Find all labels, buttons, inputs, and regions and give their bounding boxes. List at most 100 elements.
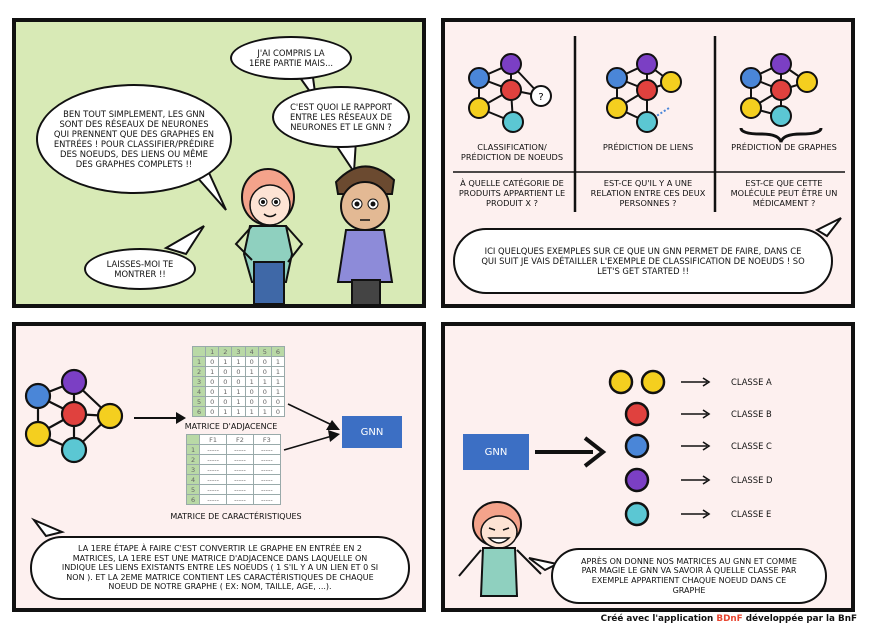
gnn-box: GNN <box>342 416 402 448</box>
speech-bubble-result: APRÈS ON DONNE NOS MATRICES AU GNN ET CO… <box>551 548 827 604</box>
adjacency-cell: 0 <box>270 396 285 407</box>
matrix-corner <box>185 434 201 445</box>
adjacency-cell: 0 <box>257 386 272 397</box>
adjacency-cell: 1 <box>218 406 233 417</box>
adjacency-cell: 1 <box>205 366 220 377</box>
boy-character <box>334 165 396 304</box>
graph-prediction-graph <box>739 53 823 143</box>
feature-cell: ----- <box>226 484 254 495</box>
class-c-label: CLASSE C <box>731 441 772 451</box>
adjacency-cell: 0 <box>257 396 272 407</box>
feature-cell: ----- <box>252 494 281 505</box>
adjacency-cell: 1 <box>218 386 233 397</box>
feature-cell: ----- <box>226 454 254 465</box>
task-question-graph-prediction: EST-CE QUE CETTE MOLÉCULE PEUT ÊTRE UN M… <box>730 178 838 208</box>
adjacency-cell: 0 <box>257 356 272 367</box>
feature-cell: ----- <box>252 474 281 485</box>
feature-cell: ----- <box>199 454 228 465</box>
adjacency-column-header: 3 <box>231 346 246 357</box>
panel-classification: GNN CLASSE A CLASSE B CLASSE C CLASSE D … <box>441 322 855 612</box>
feature-column-header: F2 <box>226 434 254 445</box>
speech-bubble-matrices-explanation: LA 1ERE ÉTAPE À FAIRE C'EST CONVERTIR LE… <box>30 536 410 600</box>
class-e-label: CLASSE E <box>731 509 772 519</box>
adjacency-cell: 0 <box>244 386 259 397</box>
girl-character <box>234 168 304 304</box>
speech-bubble-question: C'EST QUOI LE RAPPORT ENTRE LES RÉSEAUX … <box>272 86 410 148</box>
feature-row: 1--------------- <box>185 444 281 455</box>
adjacency-row-header: 5 <box>191 396 207 407</box>
class-a-node <box>608 369 634 395</box>
feature-row-header: 4 <box>185 474 201 485</box>
app-logo: BDnF <box>716 614 743 624</box>
panel-gnn-tasks: ? CLASSIFICATION/ PRÉDICTION DE NOEUDS P… <box>441 18 855 308</box>
feature-row-header: 5 <box>185 484 201 495</box>
feature-cell: ----- <box>226 474 254 485</box>
adjacency-cell: 0 <box>231 376 246 387</box>
arrow-head <box>176 412 186 424</box>
feature-column-header: F3 <box>252 434 281 445</box>
task-title-graph-prediction: PRÉDICTION DE GRAPHES <box>731 142 837 152</box>
arrow-head <box>328 430 340 442</box>
speech-bubble-understood: J'AI COMPRIS LA 1ERE PARTIE MAIS... <box>230 36 352 80</box>
adjacency-column-header: 2 <box>218 346 233 357</box>
footer-prefix: Créé avec l'application <box>600 614 714 624</box>
adjacency-cell: 1 <box>218 356 233 367</box>
adjacency-cell: 0 <box>205 386 220 397</box>
panel-3-art <box>24 368 340 538</box>
feature-cell: ----- <box>226 494 254 505</box>
panel-1-art <box>163 68 396 304</box>
feature-row: 2--------------- <box>185 454 281 465</box>
feature-row-header: 1 <box>185 444 201 455</box>
adjacency-cell: 1 <box>270 386 285 397</box>
feature-row: 3--------------- <box>185 464 281 475</box>
class-b-label: CLASSE B <box>731 409 772 419</box>
arrow-features-to-gnn <box>283 435 333 451</box>
matrix-corner <box>191 346 207 357</box>
feature-row: 5--------------- <box>185 484 281 495</box>
adjacency-cell: 1 <box>231 356 246 367</box>
feature-cell: ----- <box>199 494 228 505</box>
adjacency-cell: 1 <box>270 376 285 387</box>
adjacency-cell: 0 <box>205 376 220 387</box>
adjacency-column-header: 5 <box>257 346 272 357</box>
adjacency-cell: 1 <box>231 406 246 417</box>
class-c-node <box>624 433 650 459</box>
adjacency-cell: 0 <box>218 396 233 407</box>
adjacency-row-header: 1 <box>191 356 207 367</box>
panel-4-art <box>458 369 711 597</box>
arrow-head <box>326 420 340 430</box>
adjacency-cell: 1 <box>244 406 259 417</box>
task-question-node-classification: À QUELLE CATÉGORIE DE PRODUITS APPARTIEN… <box>458 178 566 208</box>
adjacency-cell: 1 <box>244 376 259 387</box>
adjacency-matrix-label: MATRICE D'ADJACENCE <box>184 422 278 431</box>
unknown-node-mark: ? <box>538 92 543 103</box>
feature-row-header: 3 <box>185 464 201 475</box>
feature-column-header: F1 <box>199 434 228 445</box>
feature-cell: ----- <box>226 464 254 475</box>
adjacency-row-header: 6 <box>191 406 207 417</box>
feature-cell: ----- <box>199 474 228 485</box>
adjacency-column-header: 1 <box>205 346 220 357</box>
adjacency-cell: 1 <box>231 386 246 397</box>
adjacency-cell: 1 <box>270 366 285 377</box>
class-a-label: CLASSE A <box>731 377 772 387</box>
adjacency-column-header: 6 <box>270 346 285 357</box>
adjacency-cell: 0 <box>257 366 272 377</box>
adjacency-cell: 1 <box>231 396 246 407</box>
adjacency-cell: 0 <box>205 356 220 367</box>
feature-row-header: 6 <box>185 494 201 505</box>
class-b-node <box>624 401 650 427</box>
link-prediction-graph <box>606 53 682 133</box>
arrow-adjacency-to-gnn <box>287 403 335 427</box>
feature-row: 6--------------- <box>185 494 281 505</box>
feature-cell: ----- <box>252 444 281 455</box>
